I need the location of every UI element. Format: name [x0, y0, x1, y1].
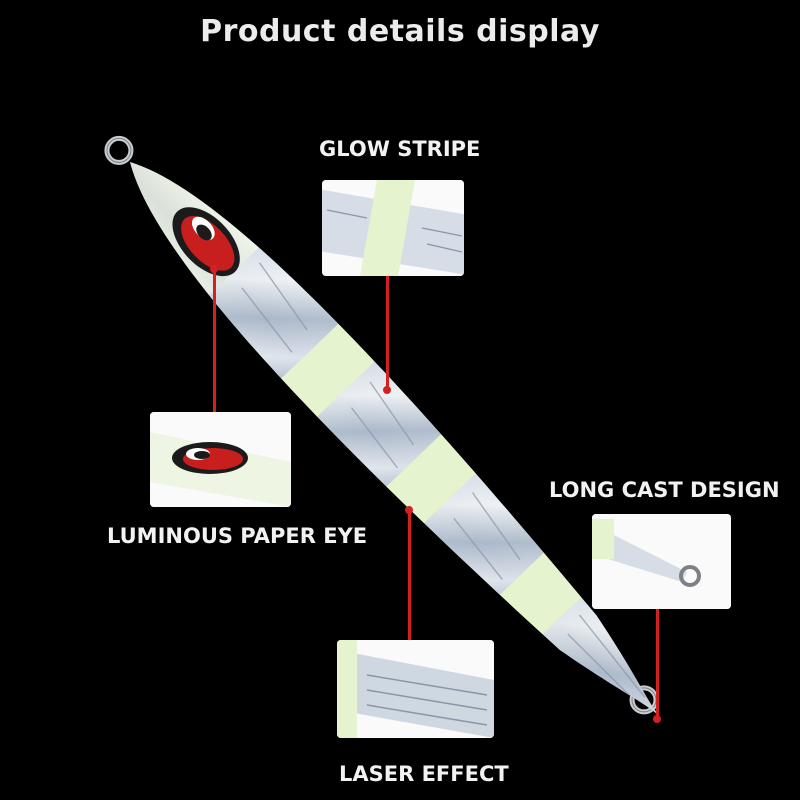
laser-effect-marker	[405, 506, 413, 514]
long-cast-label: LONG CAST DESIGN	[549, 478, 780, 502]
long-cast-inset-image	[592, 514, 731, 609]
glow-stripe-inset-image	[322, 180, 464, 276]
paper-eye-label: LUMINOUS PAPER EYE	[107, 524, 368, 548]
paper-eye-inset-image	[150, 412, 291, 507]
laser-effect-label: LASER EFFECT	[339, 762, 509, 786]
long-cast-leader-line	[656, 609, 659, 719]
paper-eye-leader-line	[213, 270, 216, 412]
long-cast-marker	[653, 715, 661, 723]
glow-stripe-label: GLOW STRIPE	[319, 137, 481, 161]
paper-eye-marker	[210, 265, 218, 273]
laser-effect-inset-image	[337, 640, 494, 738]
laser-effect-leader-line	[408, 510, 411, 640]
glow-stripe-marker	[383, 386, 391, 394]
page-title: Product details display	[200, 14, 600, 49]
glow-stripe-leader-line	[386, 276, 389, 388]
